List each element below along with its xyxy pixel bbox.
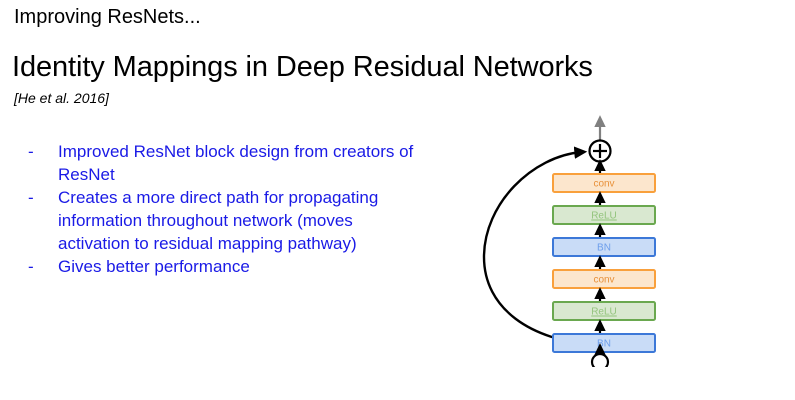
list-item: - Gives better performance	[28, 255, 428, 278]
block-conv-top: conv	[552, 173, 656, 193]
list-item: - Improved ResNet block design from crea…	[28, 140, 428, 186]
bullet-text: Gives better performance	[58, 257, 250, 276]
bullet-list: - Improved ResNet block design from crea…	[28, 140, 428, 278]
block-label: conv	[593, 179, 614, 190]
block-relu-bottom: ReLU	[552, 301, 656, 321]
bullet-dash-icon: -	[28, 188, 34, 207]
block-relu-top: ReLU	[552, 205, 656, 225]
bullet-text: Improved ResNet block design from creato…	[58, 142, 414, 184]
block-bn-top: BN	[552, 237, 656, 257]
addition-node-icon	[588, 139, 612, 163]
bullet-text: Creates a more direct path for propagati…	[58, 188, 379, 253]
page-title: Identity Mappings in Deep Residual Netwo…	[12, 51, 593, 83]
block-conv-bottom: conv	[552, 269, 656, 289]
block-bn-bottom: BN	[552, 333, 656, 353]
skip-connection-path	[482, 146, 598, 347]
bullet-dash-icon: -	[28, 142, 34, 161]
branch-node-icon	[590, 352, 610, 367]
residual-block-diagram: conv ReLU BN conv ReLU BN	[470, 112, 700, 367]
block-label: ReLU	[591, 307, 617, 318]
block-label: BN	[597, 339, 611, 350]
block-label: BN	[597, 243, 611, 254]
bullet-dash-icon: -	[28, 257, 34, 276]
block-label: ReLU	[591, 211, 617, 222]
citation-reference: [He et al. 2016]	[14, 90, 109, 106]
slide-kicker: Improving ResNets...	[14, 6, 201, 28]
list-item: - Creates a more direct path for propaga…	[28, 186, 428, 255]
block-label: conv	[593, 275, 614, 286]
